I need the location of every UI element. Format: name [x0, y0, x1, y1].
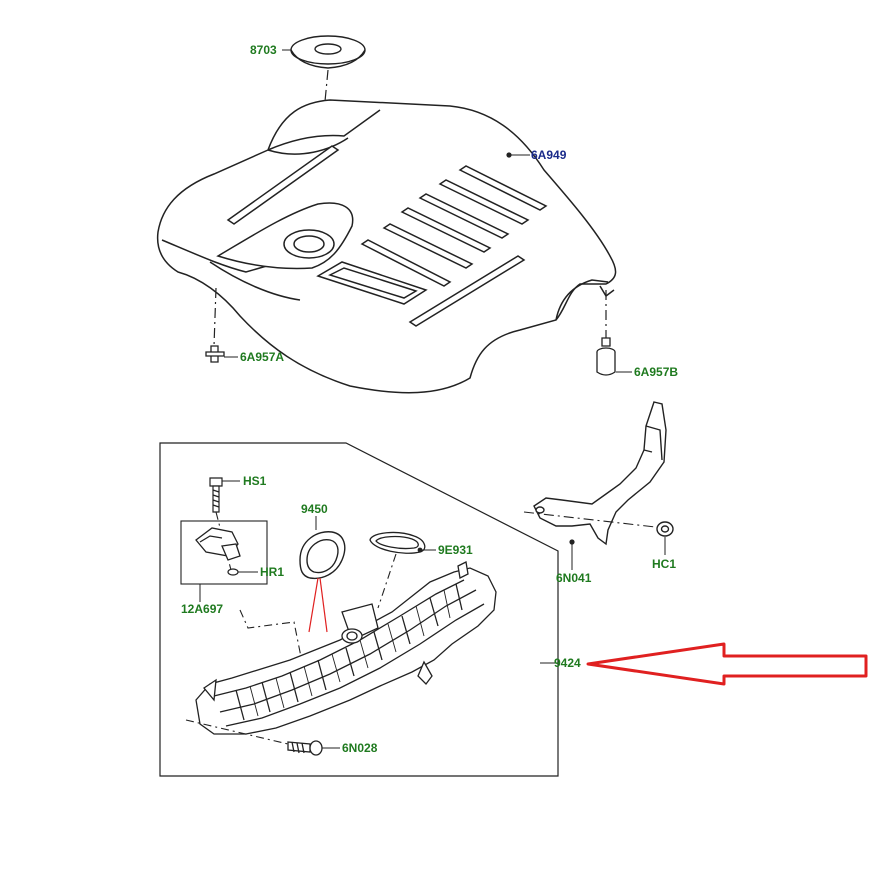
label-HS1: HS1 — [243, 474, 267, 488]
label-9424: 9424 — [554, 656, 581, 670]
label-6A957B: 6A957B — [634, 365, 679, 379]
axis-6A957A — [213, 287, 217, 347]
intake-manifold-9424 — [195, 561, 497, 735]
label-6N028: 6N028 — [342, 741, 378, 755]
stud-6A957A — [205, 345, 225, 363]
nut-HC1 — [656, 521, 674, 537]
label-HR1: HR1 — [260, 565, 285, 579]
bolt-6N028 — [287, 740, 323, 756]
label-12A697: 12A697 — [181, 602, 224, 616]
leader-dot-9E931 — [417, 547, 423, 553]
oring-HR1 — [227, 568, 239, 576]
red-pointer-arrow — [586, 642, 868, 686]
leader-dot-6N041 — [569, 539, 575, 545]
seal-9E931 — [369, 531, 426, 554]
map-sensor — [195, 527, 241, 561]
leader-dot-6A949 — [506, 152, 512, 158]
label-8703: 8703 — [250, 43, 277, 57]
label-HC1: HC1 — [652, 557, 677, 571]
red-line-left — [308, 577, 319, 633]
label-6A957A: 6A957A — [240, 350, 285, 364]
stud-6A957B — [596, 337, 616, 376]
gasket-9450 — [299, 531, 346, 580]
sensor-group-frame — [180, 520, 268, 585]
engine-cover-6A949 — [156, 99, 617, 394]
label-9E931: 9E931 — [438, 543, 473, 557]
label-6N041: 6N041 — [556, 571, 592, 585]
red-line-right — [319, 577, 328, 633]
axis-sensor-manifold — [239, 609, 303, 663]
bolt-HS1 — [209, 477, 223, 513]
label-6A949: 6A949 — [531, 148, 567, 162]
grommet-8703 — [290, 35, 366, 69]
axis-6N041 — [523, 511, 665, 529]
bracket-6N041 — [533, 401, 667, 546]
axis-seal — [377, 553, 397, 609]
label-9450: 9450 — [301, 502, 328, 516]
